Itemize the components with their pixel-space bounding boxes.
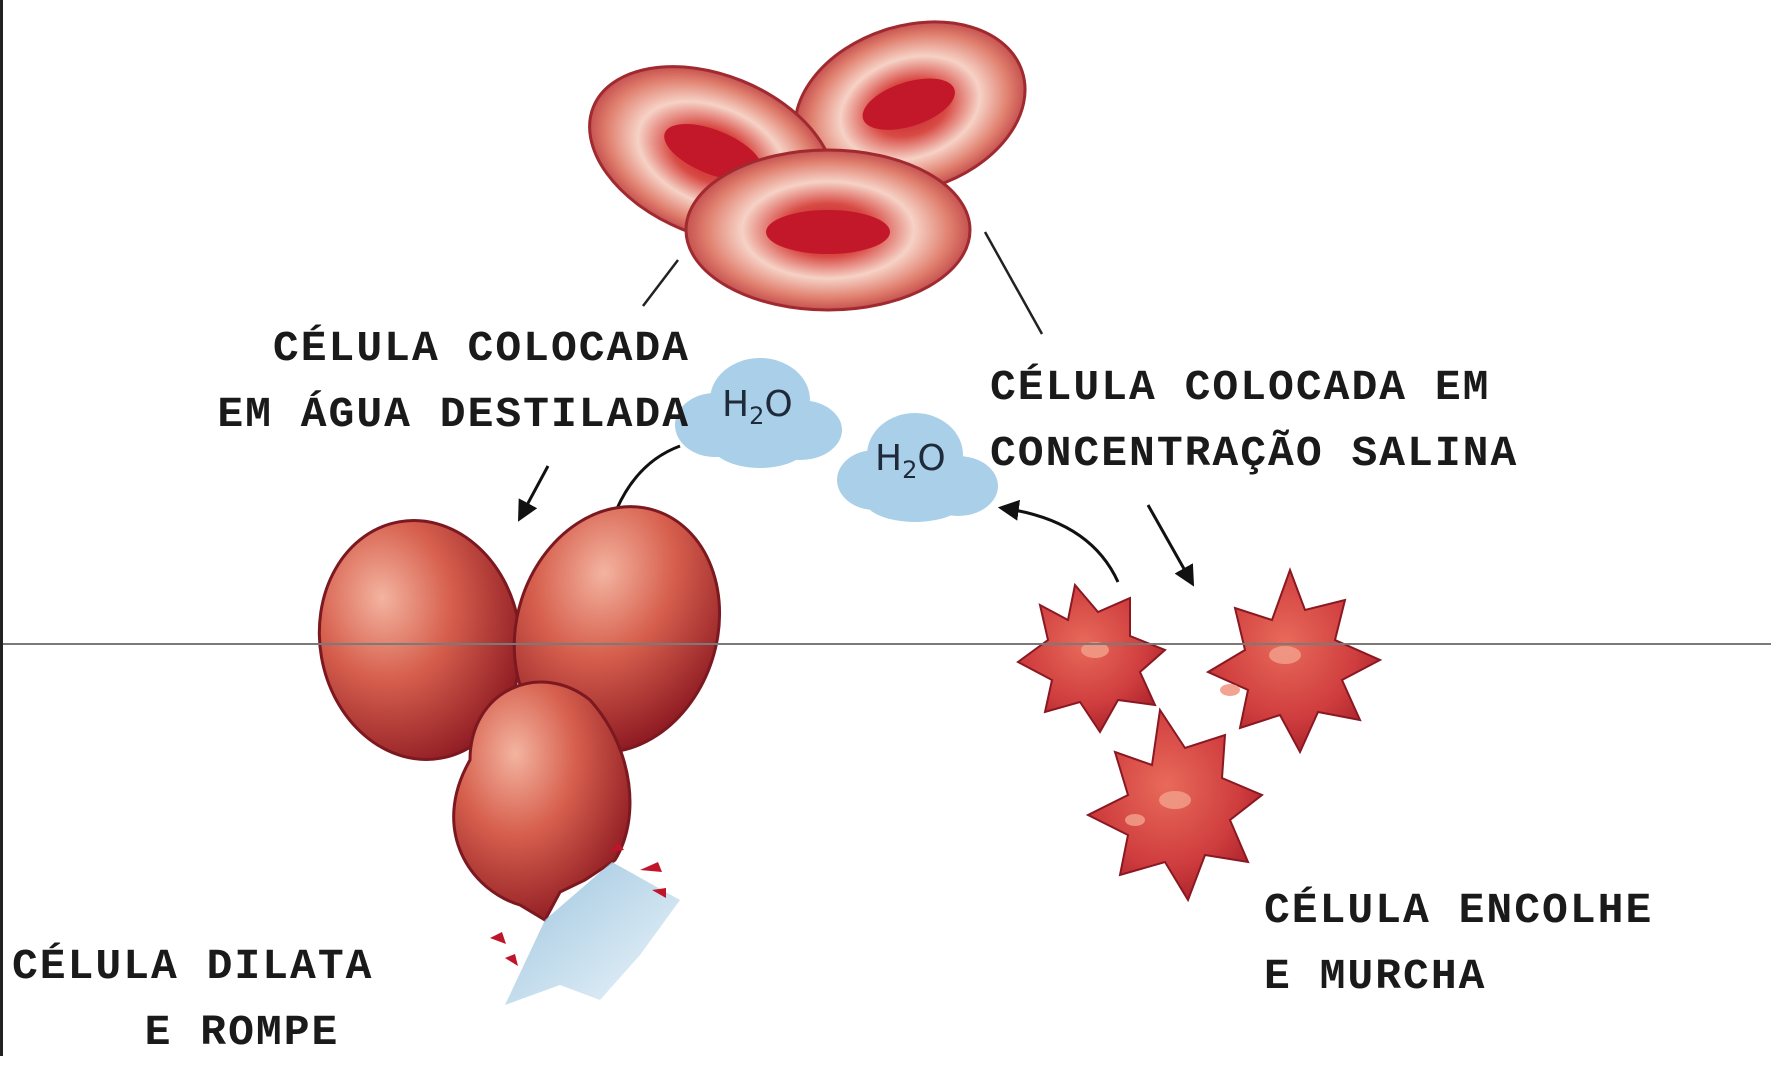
label-shrink-line2: E MURCHA [1264, 944, 1653, 1010]
label-shrink-line1: CÉLULA ENCOLHE [1264, 878, 1653, 944]
label-distilled-line1: CÉLULA COLOCADA [90, 316, 690, 382]
label-saline-line1: CÉLULA COLOCADA EM [990, 355, 1518, 421]
label-cell-bursts: CÉLULA DILATA E ROMPE [12, 934, 472, 1066]
arrow-to-shrunk-cell [1148, 505, 1192, 583]
h2o-label-right: H2O [875, 438, 946, 484]
label-burst-line1: CÉLULA DILATA [12, 934, 472, 1000]
label-burst-line2: E ROMPE [12, 1000, 472, 1066]
shrunken-cells [1018, 570, 1380, 900]
arrow-to-burst-cell [520, 466, 548, 518]
normal-red-blood-cells [563, 0, 1047, 310]
normal-cell-front [686, 150, 970, 310]
spiky-cell-back-left [1018, 585, 1165, 732]
h2o-label-left: H2O [722, 384, 793, 430]
label-cell-shrinks: CÉLULA ENCOLHE E MURCHA [1264, 878, 1653, 1010]
pointer-line-left [643, 260, 678, 306]
label-distilled-line2: EM ÁGUA DESTILADA [90, 382, 690, 448]
horizontal-rule [0, 643, 1771, 645]
left-border [0, 0, 3, 1056]
label-saline-line2: CONCENTRAÇÃO SALINA [990, 421, 1518, 487]
pointer-line-right [985, 232, 1042, 334]
arrow-water-out-of-cell [1002, 508, 1118, 582]
swollen-cells [301, 480, 751, 1005]
label-saline-solution: CÉLULA COLOCADA EM CONCENTRAÇÃO SALINA [990, 355, 1518, 487]
label-distilled-water: CÉLULA COLOCADA EM ÁGUA DESTILADA [90, 316, 690, 448]
